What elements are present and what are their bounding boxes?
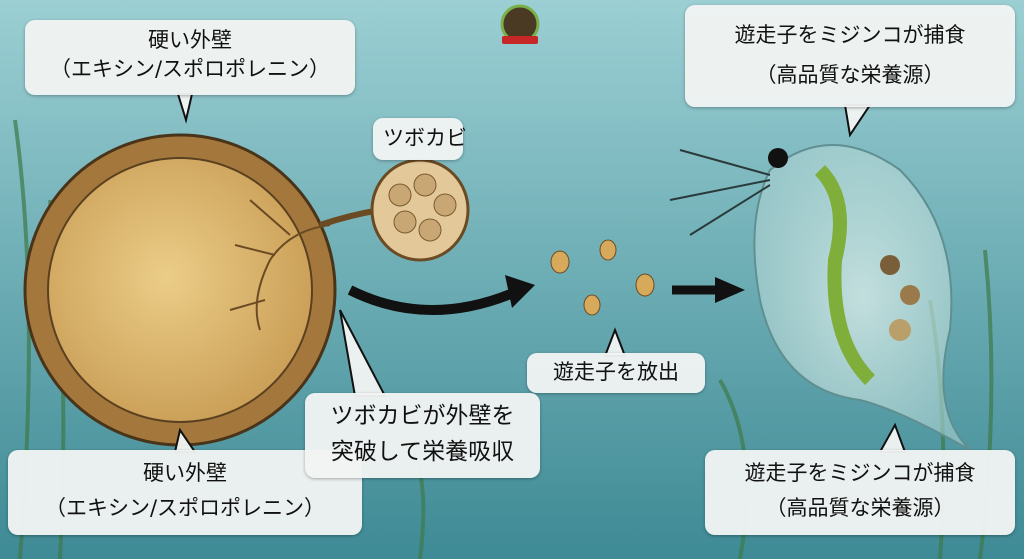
label-text: 硬い外壁 <box>148 28 232 52</box>
label-chytrid: ツボカビ <box>373 118 467 160</box>
label-penetration: ツボカビが外壁を 突破して栄養吸収 <box>305 393 540 478</box>
antennae <box>669 149 771 236</box>
zoospores <box>550 239 655 316</box>
label-zoospore-release: 遊走子を放出 <box>527 353 705 393</box>
label-text: 遊走子をミジンコが捕食 <box>744 461 976 485</box>
label-text: （エキシン/スポロポレニン） <box>49 57 331 81</box>
feeding-arrowhead <box>715 277 745 303</box>
chytrid-sporangium <box>319 158 470 262</box>
release-arrow <box>347 285 523 315</box>
label-text: （高品質な栄養源） <box>755 63 945 87</box>
label-hard-wall-bottom: 硬い外壁 （エキシン/スポロポレニン） <box>8 450 362 535</box>
logo <box>500 4 540 44</box>
label-text: 突破して栄養吸収 <box>330 439 515 465</box>
chytrid-rhizoids <box>229 199 331 331</box>
daphnia <box>669 144 971 451</box>
label-pointers <box>173 93 907 453</box>
release-arrowhead <box>505 275 535 308</box>
pollen-grain <box>23 133 337 447</box>
label-text: ツボカビが外壁を <box>330 403 515 429</box>
label-hard-wall-top: 硬い外壁 （エキシン/スポロポレニン） <box>25 20 355 95</box>
label-text: 遊走子を放出 <box>553 360 679 384</box>
label-text: （エキシン/スポロポレニン） <box>44 496 326 520</box>
label-text: 遊走子をミジンコが捕食 <box>734 23 966 47</box>
label-text: （高品質な栄養源） <box>765 496 955 520</box>
label-daphnia-feeding-bottom: 遊走子をミジンコが捕食 （高品質な栄養源） <box>705 450 1015 535</box>
label-text: 硬い外壁 <box>143 461 227 485</box>
label-daphnia-feeding-top: 遊走子をミジンコが捕食 （高品質な栄養源） <box>685 5 1015 107</box>
label-text: ツボカビ <box>383 126 467 150</box>
